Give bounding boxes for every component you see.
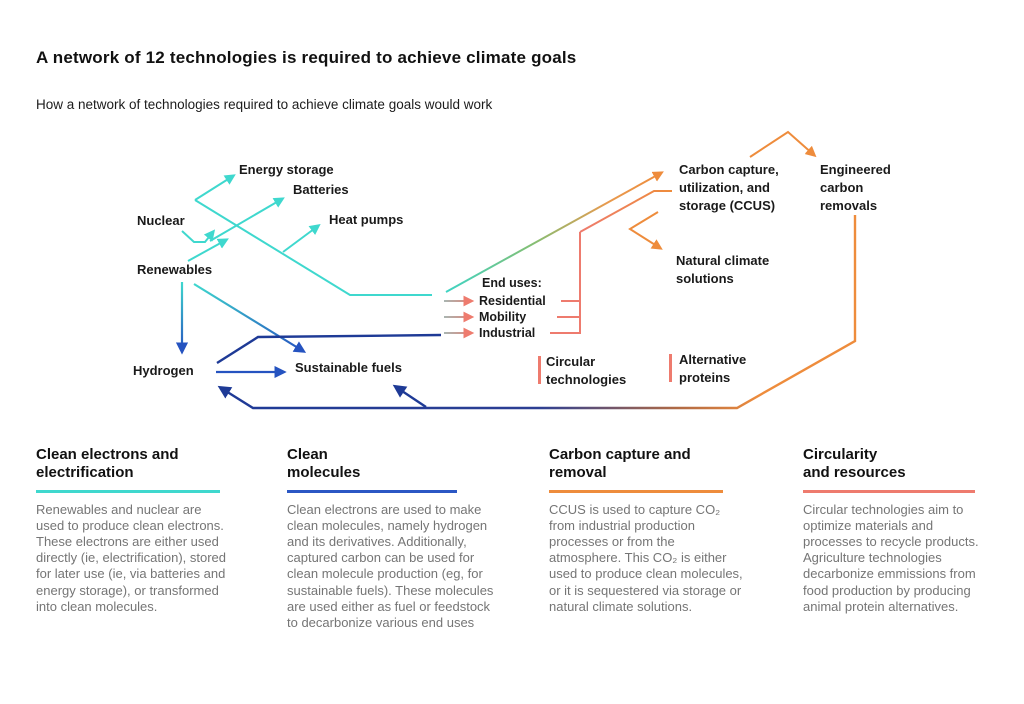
node-hydrogen: Hydrogen	[133, 363, 194, 378]
column-body: Clean electrons are used to make clean m…	[287, 501, 494, 630]
node-heat-pumps: Heat pumps	[329, 212, 404, 227]
end-use-feed-arrows	[444, 295, 475, 339]
column-title: Clean electrons and electrification	[36, 446, 179, 481]
column-accent-rule	[36, 490, 220, 493]
column-title: Clean molecules	[287, 446, 361, 481]
end-use-bracket-lines	[550, 190, 672, 334]
end-uses-heading: End uses:	[482, 276, 542, 290]
column-accent-rule	[549, 490, 723, 493]
end-use-mobility: Mobility	[479, 310, 527, 324]
legend-column-clean-molecules: Clean molecules Clean electrons are used…	[287, 446, 499, 631]
node-circular-technologies: Circular technologies	[546, 354, 627, 388]
legend-column-carbon-capture: Carbon capture and removal CCUS is used …	[549, 446, 745, 615]
page-subtitle: How a network of technologies required t…	[36, 97, 493, 112]
molecule-network-lines	[175, 282, 442, 379]
carbon-capture-lines	[445, 130, 817, 293]
node-engineered-carbon-removals: Engineered carbon removals	[820, 162, 891, 214]
column-accent-rule	[803, 490, 975, 493]
node-sustainable-fuels: Sustainable fuels	[295, 360, 402, 375]
legend-column-clean-electrons: Clean electrons and electrification Rene…	[36, 446, 226, 615]
column-body: CCUS is used to capture CO₂ from industr…	[549, 501, 743, 614]
node-batteries: Batteries	[293, 182, 349, 197]
circular-technologies-accent-bar	[538, 356, 541, 384]
end-use-residential: Residential	[479, 294, 546, 308]
column-title: Carbon capture and removal	[549, 446, 691, 481]
column-title: Circularity and resources	[803, 446, 906, 481]
carbon-return-lines	[217, 215, 857, 410]
node-renewables: Renewables	[137, 262, 213, 277]
node-ccus: Carbon capture, utilization, and storage…	[679, 162, 779, 214]
node-alternative-proteins: Alternative proteins	[679, 352, 747, 386]
legend-column-circularity: Circularity and resources Circular techn…	[803, 446, 995, 615]
page-title: A network of 12 technologies is required…	[36, 48, 577, 67]
node-energy-storage: Energy storage	[239, 162, 334, 177]
node-nuclear: Nuclear	[137, 213, 185, 228]
column-accent-rule	[287, 490, 457, 493]
node-natural-climate-solutions: Natural climate solutions	[676, 253, 770, 287]
column-body: Circular technologies aim to optimize ma…	[803, 501, 979, 614]
end-use-industrial: Industrial	[479, 326, 536, 340]
alternative-proteins-accent-bar	[669, 354, 672, 382]
column-body: Renewables and nuclear are used to produ…	[36, 501, 227, 614]
electron-network-lines	[181, 174, 432, 296]
